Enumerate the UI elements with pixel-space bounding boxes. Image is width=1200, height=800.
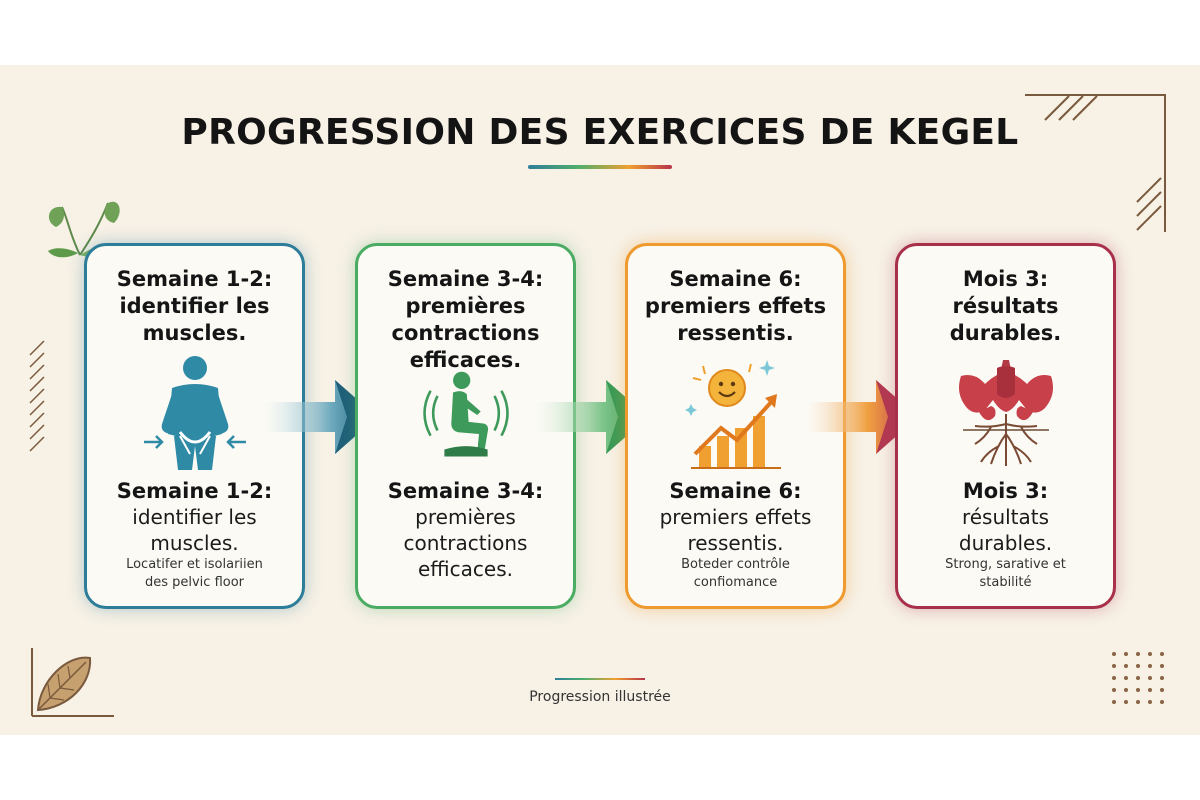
hatch-lines-left: [29, 340, 45, 452]
stage-description-line: confiomance: [693, 575, 778, 590]
stage-heading-line: premières: [405, 294, 526, 318]
dot-grid-decoration: [1112, 652, 1164, 704]
corner-lines-top-right: [1025, 94, 1166, 232]
footer-divider: [555, 678, 645, 680]
stage-subtext: résultats durables.: [898, 504, 1113, 556]
stage-subtext-line: muscles.: [150, 531, 239, 555]
stage-heading-line: efficaces.: [409, 348, 522, 372]
stage-subtext-line: contractions: [403, 531, 528, 555]
stage-heading-line: Semaine 1-2:: [116, 267, 273, 291]
stage-subtitle: Semaine 1-2:: [116, 479, 273, 503]
leaf-corner-icon: [31, 648, 114, 717]
stage-subtext: identifier les muscles.: [87, 504, 302, 556]
stage-description: Locatifer et isolariien des pelvic floor: [95, 556, 294, 592]
stage-subtext-line: efficaces.: [418, 557, 513, 581]
stage-subtitle: Semaine 3-4:: [387, 479, 544, 503]
leaf-sprig-icon: [48, 201, 120, 258]
stage-subtext-line: résultats: [961, 505, 1050, 529]
stage-description-line: stabilité: [979, 575, 1032, 590]
stage-heading: Semaine 6: premiers effets ressentis.: [628, 266, 843, 347]
stage-subtext-line: ressentis.: [687, 531, 784, 555]
smiley-growth-chart-icon: [684, 360, 781, 469]
stage-heading-line: muscles.: [142, 321, 247, 345]
title-underline: [528, 165, 672, 169]
stage-heading-line: résultats: [952, 294, 1059, 318]
stage-subtext-line: identifier les: [132, 505, 257, 529]
stage-description: Strong, sarative et stabilité: [906, 556, 1105, 592]
stage-heading-line: contractions: [391, 321, 540, 345]
stage-heading: Mois 3: résultats durables.: [898, 266, 1113, 347]
stage-description-line: des pelvic floor: [144, 575, 245, 590]
footer-caption: Progression illustrée: [529, 689, 671, 705]
stage-heading: Semaine 3-4: premières contractions effi…: [358, 266, 573, 374]
stage-description-line: Boteder contrôle: [681, 557, 790, 572]
stage-subtext-line: premiers effets: [659, 505, 812, 529]
stage-heading-line: identifier les: [119, 294, 270, 318]
stage-heading-line: Semaine 3-4:: [387, 267, 544, 291]
stage-subtext: premiers effets ressentis.: [628, 504, 843, 556]
stage-heading-line: Semaine 6:: [669, 267, 802, 291]
stage-heading-line: durables.: [949, 321, 1062, 345]
stage-card-4: Mois 3: résultats durables. Mois 3: résu…: [895, 243, 1116, 609]
stage-subtitle: Mois 3:: [962, 479, 1049, 503]
pelvis-roots-icon: [958, 360, 1053, 466]
stage-description: Boteder contrôle confiomance: [636, 556, 835, 592]
stage-description-line: Locatifer et isolariien: [126, 557, 263, 572]
page-title: PROGRESSION DES EXERCICES DE KEGEL: [181, 112, 1019, 153]
stage-subtext: premières contractions efficaces.: [358, 504, 573, 582]
stage-subtext-line: premières: [415, 505, 516, 529]
stage-subtext-line: durables.: [958, 531, 1053, 555]
stage-heading-line: premiers effets: [644, 294, 827, 318]
stage-description-line: Strong, sarative et: [945, 557, 1066, 572]
stage-card-3: Semaine 6: premiers effets ressentis. Se…: [625, 243, 846, 609]
stage-subtitle: Semaine 6:: [669, 479, 802, 503]
pelvic-person-icon: [143, 356, 246, 470]
stage-heading-line: Mois 3:: [962, 267, 1049, 291]
stage-heading: Semaine 1-2: identifier les muscles.: [87, 266, 302, 347]
stage-heading-line: ressentis.: [677, 321, 794, 345]
seated-contraction-icon: [422, 371, 509, 457]
